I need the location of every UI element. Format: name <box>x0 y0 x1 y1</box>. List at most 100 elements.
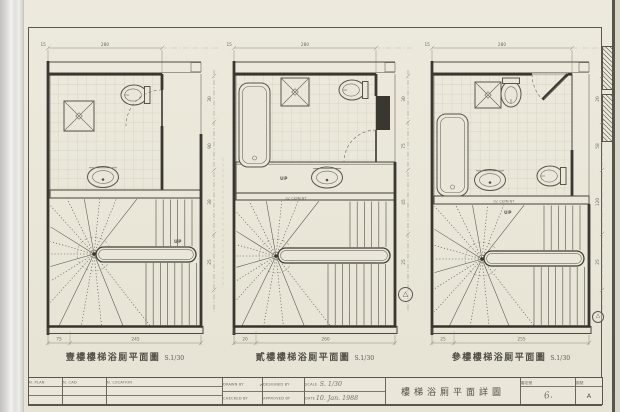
titleblock-col-location: N. LOCATION <box>107 378 223 404</box>
toilet-icon <box>500 77 522 108</box>
designed-by-label: DESIGNED BY <box>263 382 290 387</box>
dim-label: 280 <box>101 42 109 48</box>
bathroom-fixtures <box>238 77 377 189</box>
date-cell: DATE 10. Jan. 1988 <box>305 392 385 405</box>
washbasin-icon <box>87 166 119 188</box>
plan-title-2: 貳樓樓梯浴厠平面圖 <box>255 353 351 363</box>
shower-drain-icon <box>280 77 310 107</box>
date-value: 10. Jan. 1988 <box>315 395 359 402</box>
dim-label: LV. CEMENT <box>286 197 308 201</box>
sheet-no-label: 圖號 <box>576 380 584 385</box>
staircase: UP <box>236 176 391 326</box>
staircase: UP <box>434 205 585 326</box>
stair-handrail <box>95 246 197 263</box>
titleblock-project-name: 樓梯浴厠平面詳圖 <box>386 378 521 404</box>
triangle-glyph: △ <box>402 290 409 298</box>
dim-label: 15 <box>40 42 46 48</box>
dim-label: 25 <box>207 259 213 265</box>
dim-label: 58 <box>595 143 601 149</box>
dim-label: 280 <box>301 42 309 48</box>
titleblock-signatures-1: DRAWN BY CHECKED BY <box>223 378 263 404</box>
sheet-no-header: 圖號 <box>576 378 602 387</box>
titleblock-stamp: 審定號 6. <box>521 378 576 404</box>
checked-by-label: CHECKED BY <box>223 396 248 401</box>
titleblock-header: N. LOCATION <box>107 378 222 387</box>
plan-title-1: 壹樓樓梯浴厠平面圖 <box>65 353 161 363</box>
titleblock-scale-date: SCALE S. 1/30 DATE 10. Jan. 1988 <box>305 378 386 404</box>
staircase: UP <box>50 199 197 326</box>
sheet-edge-shadow <box>614 0 620 412</box>
dim-label: 20 <box>595 96 601 102</box>
drawn-by-label: DRAWN BY <box>223 382 244 387</box>
toilet-icon <box>536 165 567 187</box>
header-label: N. CAD <box>63 379 77 385</box>
sheet-edge <box>612 0 615 412</box>
project-name: 樓梯浴厠平面詳圖 <box>400 387 505 398</box>
dim-label: 75 <box>56 337 62 343</box>
sheet-no-value: A <box>586 391 592 400</box>
plan-scale-2: S.1/30 <box>354 355 375 362</box>
date-label: DATE <box>305 396 316 401</box>
titleblock-header: N. CAD <box>63 378 106 387</box>
header-label: N. LOCATION <box>107 379 133 385</box>
shower-drain-icon <box>63 100 95 132</box>
washbasin-icon <box>474 169 506 191</box>
checked-by-cell: CHECKED BY <box>223 392 262 405</box>
stair-handrail <box>483 250 585 267</box>
scale-value: S. 1/30 <box>319 381 342 388</box>
door-swing <box>125 89 163 127</box>
titleblock-empty-row <box>107 387 222 396</box>
titleblock-empty-row <box>29 396 62 404</box>
paper-sheet <box>24 0 620 412</box>
dim-label: 30 <box>401 96 407 102</box>
dim-label: UP <box>504 210 512 216</box>
dim-label: 90 <box>207 143 213 149</box>
door-swing <box>531 72 570 101</box>
plan-title-3: 參樓樓梯浴厠平面圖 <box>451 353 547 363</box>
titleblock-signatures-2: DESIGNED BY APPROVED BY <box>263 378 305 404</box>
titleblock-sheet-no: 圖號 A <box>576 378 602 404</box>
dim-label: 245 <box>131 337 139 343</box>
titleblock-col-cad: N. CAD <box>63 378 107 404</box>
approved-by-cell: APPROVED BY <box>263 392 304 405</box>
dim-label: 120 <box>595 198 601 206</box>
section-marker-icon: △ <box>398 287 413 302</box>
dim-label: UP <box>174 239 182 245</box>
titleblock-header: N. PLAN <box>29 378 62 387</box>
sheet-no-cell: A <box>576 387 602 404</box>
scanner-edge-strip <box>0 0 24 412</box>
edge-wall-hatch <box>602 46 614 90</box>
dim-label: 255 <box>517 337 525 343</box>
toilet-icon <box>338 79 369 101</box>
designed-by-cell: DESIGNED BY <box>263 378 304 392</box>
title-block: N. PLAN N. CAD N. LOCATION DRAWN BY CHEC… <box>28 377 603 405</box>
wall <box>430 61 434 335</box>
edge-wall-hatch <box>602 94 614 142</box>
dim-label: 260 <box>321 337 329 343</box>
stamp-value-cell: 6. <box>521 387 575 404</box>
section-marker-icon: △ <box>592 311 604 323</box>
bathtub-icon <box>436 113 469 197</box>
stair-handrail <box>277 247 391 264</box>
titleblock-empty-row <box>107 396 222 404</box>
dim-label: 280 <box>498 42 506 48</box>
bathtub-icon <box>238 82 271 168</box>
approved-by-label: APPROVED BY <box>263 396 291 401</box>
scale-cell: SCALE S. 1/30 <box>305 378 385 392</box>
dim-label: UP <box>280 176 288 182</box>
wall <box>232 61 236 335</box>
plan-scale-1: S.1/30 <box>164 355 185 362</box>
drawn-by-cell: DRAWN BY <box>223 378 262 392</box>
header-label: N. PLAN <box>29 379 45 385</box>
toilet-icon <box>120 84 151 106</box>
dim-label: 45 <box>401 199 407 205</box>
scale-label: SCALE <box>305 382 318 387</box>
dim-label: 75 <box>401 143 407 149</box>
